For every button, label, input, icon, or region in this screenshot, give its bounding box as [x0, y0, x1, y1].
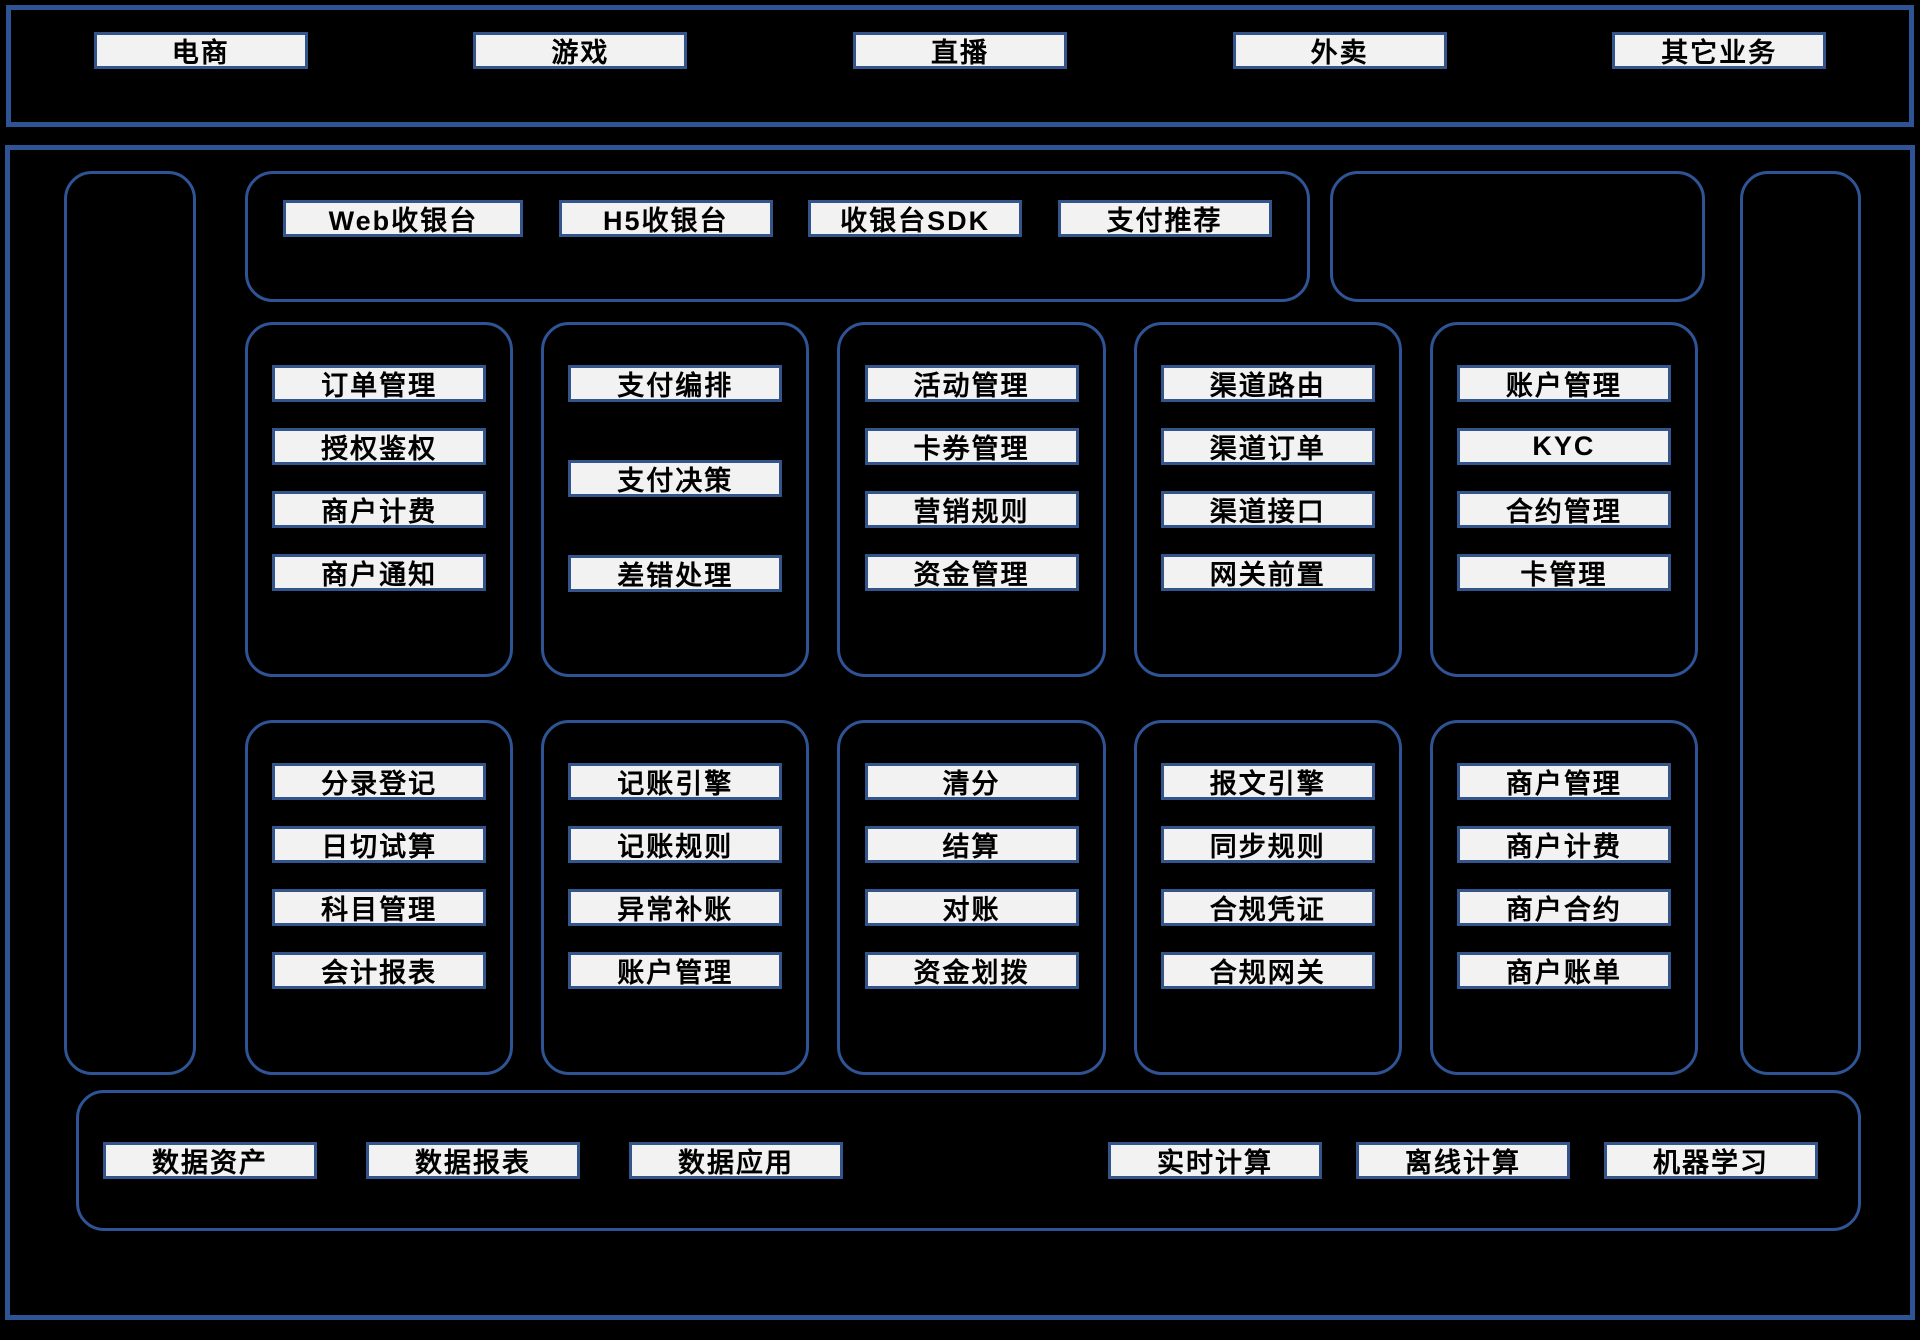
ledger-account-management-box: 账户管理 — [568, 952, 783, 989]
bookkeeping-rules-box: 记账规则 — [568, 826, 783, 863]
merchant-billing-box: 商户计费 — [272, 491, 487, 528]
settlement-box: 结算 — [864, 826, 1079, 863]
order-management-box: 订单管理 — [272, 365, 487, 402]
merchant-billing2-box: 商户计费 — [1456, 826, 1671, 863]
payment-recommendation-box: 支付推荐 — [1057, 200, 1272, 237]
platform-frame — [5, 145, 1915, 1320]
subject-management-box: 科目管理 — [272, 889, 487, 926]
message-engine-box: 报文引擎 — [1160, 763, 1375, 800]
compliance-column: 报文引擎 同步规则 合规凭证 合规网关 — [1133, 720, 1402, 1075]
industry-other-business: 其它业务 — [1612, 32, 1827, 69]
marketing-rules-box: 营销规则 — [864, 491, 1079, 528]
coupon-management-box: 卡券管理 — [864, 428, 1079, 465]
empty-section — [1330, 171, 1705, 302]
cashier-section: Web收银台 H5收银台 收银台SDK 支付推荐 — [245, 171, 1310, 302]
payment-orchestration-box: 支付编排 — [568, 365, 783, 402]
account-column: 账户管理 KYC 合约管理 卡管理 — [1429, 322, 1699, 677]
bookkeeping-column: 记账引擎 记账规则 异常补账 账户管理 — [541, 720, 810, 1075]
merchant-contract-box: 商户合约 — [1456, 889, 1671, 926]
web-cashier-box: Web收银台 — [283, 200, 524, 237]
offline-computing-box: 离线计算 — [1356, 1142, 1570, 1179]
data-platform-bar: 数据资产 数据报表 数据应用 实时计算 离线计算 机器学习 — [76, 1090, 1861, 1231]
channel-column: 渠道路由 渠道订单 渠道接口 网关前置 — [1133, 322, 1402, 677]
sync-rules-box: 同步规则 — [1160, 826, 1375, 863]
realtime-computing-box: 实时计算 — [1108, 1142, 1322, 1179]
orchestration-column: 支付编排 支付决策 差错处理 — [541, 322, 810, 677]
exception-adjustment-box: 异常补账 — [568, 889, 783, 926]
data-assets-box: 数据资产 — [103, 1142, 317, 1179]
kyc-box: KYC — [1456, 428, 1671, 465]
compliance-gateway-box: 合规网关 — [1160, 952, 1375, 989]
error-handling-box: 差错处理 — [568, 555, 783, 592]
accounting-report-box: 会计报表 — [272, 952, 487, 989]
clearing-settlement-column: 清分 结算 对账 资金划拨 — [837, 720, 1106, 1075]
merchant-bill-box: 商户账单 — [1456, 952, 1671, 989]
merchant-column: 商户管理 商户计费 商户合约 商户账单 — [1429, 720, 1699, 1075]
industry-ecommerce: 电商 — [93, 32, 308, 69]
fund-management-box: 资金管理 — [864, 554, 1079, 591]
industry-livestream: 直播 — [852, 32, 1067, 69]
gateway-front-box: 网关前置 — [1160, 554, 1375, 591]
data-group-left: 数据资产 数据报表 数据应用 — [103, 1142, 843, 1179]
channel-routing-box: 渠道路由 — [1160, 365, 1375, 402]
ledger-column: 分录登记 日切试算 科目管理 会计报表 — [245, 720, 514, 1075]
clearing-box: 清分 — [864, 763, 1079, 800]
entry-registration-box: 分录登记 — [272, 763, 487, 800]
reconciliation-box: 对账 — [864, 889, 1079, 926]
industry-food-delivery: 外卖 — [1232, 32, 1447, 69]
data-group-right: 实时计算 离线计算 机器学习 — [1108, 1142, 1818, 1179]
machine-learning-box: 机器学习 — [1604, 1142, 1818, 1179]
data-applications-box: 数据应用 — [629, 1142, 843, 1179]
campaign-management-box: 活动管理 — [864, 365, 1079, 402]
cashier-sdk-box: 收银台SDK — [808, 200, 1023, 237]
marketing-column: 活动管理 卡券管理 营销规则 资金管理 — [837, 322, 1106, 677]
h5-cashier-box: H5收银台 — [558, 200, 773, 237]
merchant-notification-box: 商户通知 — [272, 554, 487, 591]
service-grid-row-2: 分录登记 日切试算 科目管理 会计报表 记账引擎 记账规则 异常补账 账户管理 … — [245, 720, 1699, 1075]
bookkeeping-engine-box: 记账引擎 — [568, 763, 783, 800]
data-reports-box: 数据报表 — [366, 1142, 580, 1179]
merchant-management-box: 商户管理 — [1456, 763, 1671, 800]
channel-order-box: 渠道订单 — [1160, 428, 1375, 465]
account-management-box: 账户管理 — [1456, 365, 1671, 402]
payment-decision-box: 支付决策 — [568, 460, 783, 497]
fund-transfer-box: 资金划拨 — [864, 952, 1079, 989]
right-sidebar — [1740, 171, 1861, 1075]
contract-management-box: 合约管理 — [1456, 491, 1671, 528]
compliance-voucher-box: 合规凭证 — [1160, 889, 1375, 926]
card-management-box: 卡管理 — [1456, 554, 1671, 591]
day-cut-trial-box: 日切试算 — [272, 826, 487, 863]
industry-gaming: 游戏 — [473, 32, 688, 69]
industry-layer: 电商 游戏 直播 外卖 其它业务 — [6, 5, 1914, 127]
channel-interface-box: 渠道接口 — [1160, 491, 1375, 528]
auth-verification-box: 授权鉴权 — [272, 428, 487, 465]
left-sidebar — [64, 171, 196, 1075]
service-grid-row-1: 订单管理 授权鉴权 商户计费 商户通知 支付编排 支付决策 差错处理 活动管理 … — [245, 322, 1699, 677]
order-column: 订单管理 授权鉴权 商户计费 商户通知 — [245, 322, 514, 677]
